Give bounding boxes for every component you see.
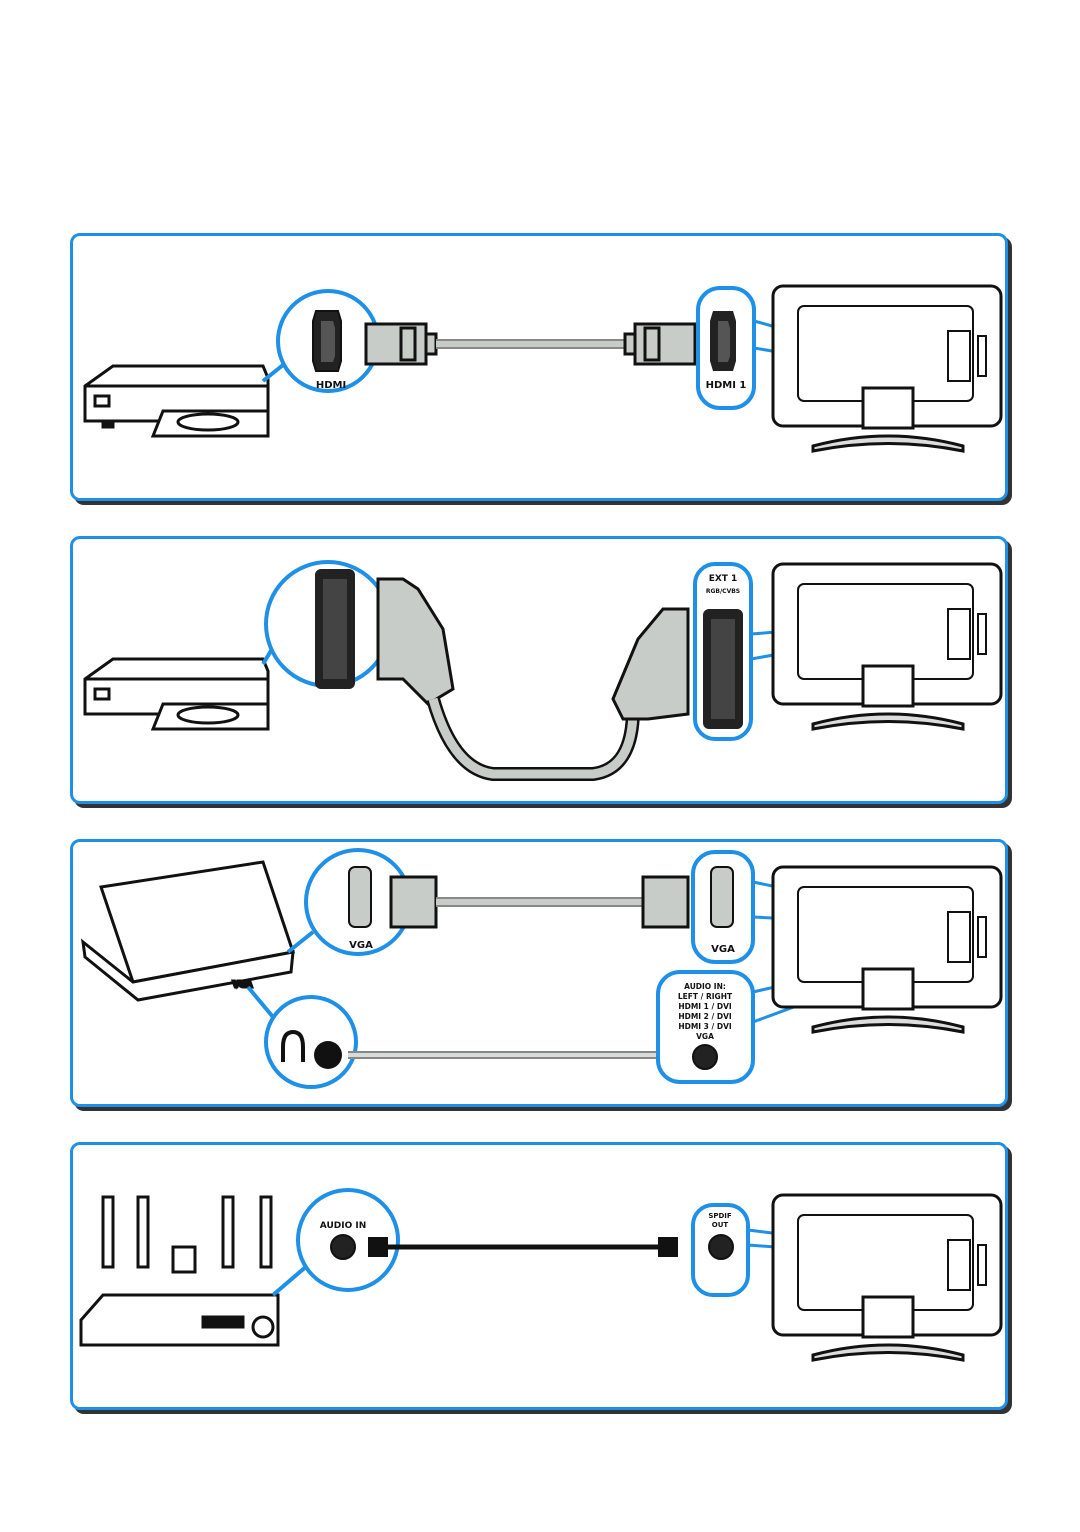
headphone-icon: [281, 1029, 305, 1062]
audio-in-line-4: HDMI 2 / DVI: [678, 1012, 732, 1021]
audio-in-line-6: VGA: [696, 1032, 714, 1041]
audio-in-line-3: HDMI 1 / DVI: [678, 1002, 732, 1011]
dvd-player-icon: [83, 657, 270, 731]
speaker-icon: [136, 1195, 150, 1269]
audio-in-line-5: HDMI 3 / DVI: [678, 1022, 732, 1031]
vga-port-right: VGA: [691, 850, 755, 964]
audio-in-box: AUDIO IN: LEFT / RIGHT HDMI 1 / DVI HDMI…: [656, 970, 755, 1084]
scart-plug-icon: [376, 577, 690, 781]
panel-scart: EXT 1 RGB/CVBS: [70, 536, 1008, 804]
speaker-icon: [101, 1195, 115, 1269]
spdif-diagram: AUDIO IN SPDIF OUT: [79, 1188, 1003, 1362]
scart-diagram: EXT 1 RGB/CVBS: [83, 560, 1003, 781]
spdif-sublabel: OUT: [712, 1221, 729, 1229]
vga-plug-icon: [389, 875, 690, 929]
panel-spdif: AUDIO IN SPDIF OUT: [70, 1142, 1008, 1410]
panel-hdmi: HDMI HDMI 1: [70, 233, 1008, 501]
speaker-icon: [221, 1195, 235, 1269]
audio-in-line-2: LEFT / RIGHT: [678, 992, 733, 1001]
tv-back-icon: [771, 1193, 1003, 1362]
hdmi-plug-icon: [364, 322, 697, 366]
panel-vga: VGA VGA VGA AUDIO IN: LEFT / RIGHT HDMI …: [70, 839, 1008, 1107]
tv-back-icon: [771, 284, 1003, 453]
hdmi-left-label: HDMI: [316, 380, 346, 391]
hdmi-right-label: HDMI 1: [706, 380, 747, 391]
scart-port-left: [264, 560, 392, 689]
dvd-player-icon: [83, 364, 270, 438]
tv-back-icon: [771, 865, 1003, 1034]
vga-right-label: VGA: [711, 944, 735, 955]
audio-in-label: AUDIO IN: [320, 1221, 366, 1231]
headphone-port: [264, 995, 358, 1089]
spdif-label: SPDIF: [708, 1212, 732, 1220]
vga-diagram: VGA VGA VGA AUDIO IN: LEFT / RIGHT HDMI …: [81, 848, 1003, 1089]
hdmi-port-left: HDMI: [276, 289, 380, 393]
laptop-icon: VGA: [81, 860, 295, 1002]
audio-in-port: AUDIO IN: [296, 1188, 400, 1292]
scart-port-right: EXT 1 RGB/CVBS: [693, 562, 753, 741]
audio-in-line-1: AUDIO IN:: [684, 982, 726, 991]
home-theater-icon: [79, 1195, 280, 1347]
hdmi-diagram: HDMI HDMI 1: [83, 284, 1003, 453]
speaker-icon: [259, 1195, 273, 1269]
hdmi-port-right: HDMI 1: [696, 286, 756, 410]
spdif-out-port: SPDIF OUT: [691, 1203, 750, 1297]
tv-back-icon: [771, 562, 1003, 731]
vga-left-label: VGA: [349, 940, 373, 951]
scart-right-label: EXT 1: [709, 574, 738, 584]
scart-right-sublabel: RGB/CVBS: [706, 588, 740, 595]
